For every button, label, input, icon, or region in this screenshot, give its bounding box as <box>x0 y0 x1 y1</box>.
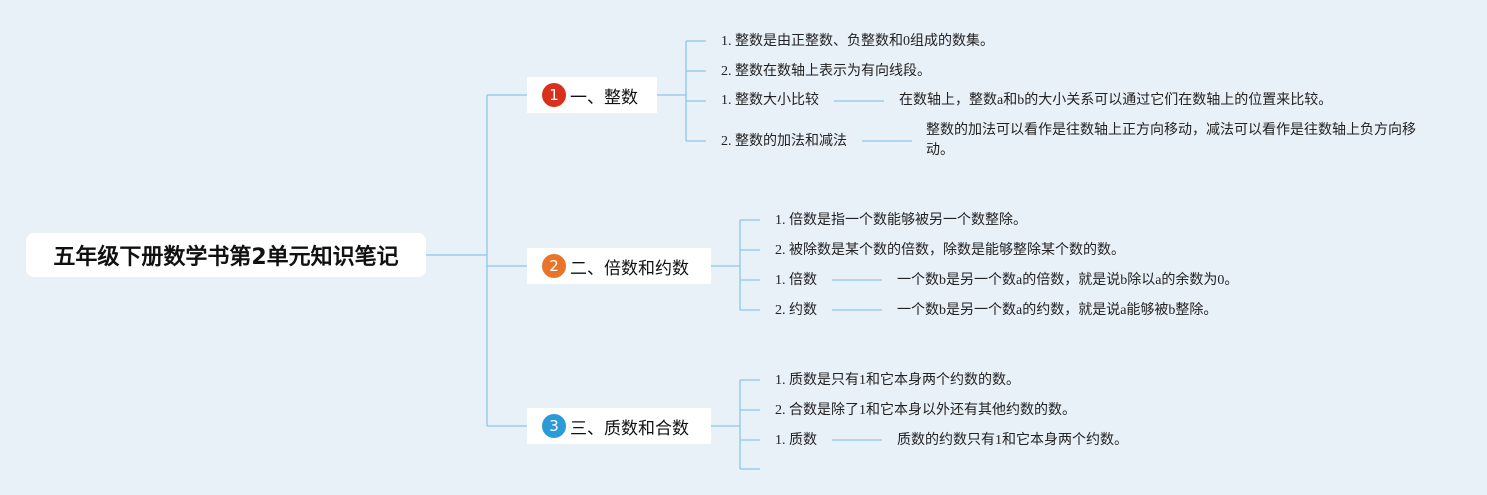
number-badge-1: 1 <box>542 83 566 107</box>
branch-integers[interactable]: 1 一、整数 <box>527 77 657 113</box>
leaf-divisor[interactable]: 2. 约数 <box>775 303 817 318</box>
leaf-dividend-divisor[interactable]: 2. 被除数是某个数的倍数，除数是能够整除某个数的数。 <box>775 243 1125 258</box>
note-prime[interactable]: 质数的约数只有1和它本身两个约数。 <box>897 433 1128 448</box>
leaf-multiple-definition[interactable]: 1. 倍数是指一个数能够被另一个数整除。 <box>775 213 1027 228</box>
leaf-composite-definition[interactable]: 2. 合数是除了1和它本身以外还有其他约数的数。 <box>775 403 1076 418</box>
branch-label: 三、质数和合数 <box>570 418 689 439</box>
branch-multiples-divisors[interactable]: 2 二、倍数和约数 <box>527 248 711 284</box>
leaf-prime-definition[interactable]: 1. 质数是只有1和它本身两个约数的数。 <box>775 373 1020 388</box>
note-integer-add-subtract[interactable]: 整数的加法可以看作是往数轴上正方向移动，减法可以看作是往数轴上负方向移动。 <box>926 123 1416 158</box>
leaf-integer-add-subtract[interactable]: 2. 整数的加法和减法 <box>721 134 847 149</box>
root-title: 五年级下册数学书第2单元知识笔记 <box>53 245 399 270</box>
leaf-integer-definition[interactable]: 1. 整数是由正整数、负整数和0组成的数集。 <box>721 34 994 49</box>
leaf-multiple[interactable]: 1. 倍数 <box>775 273 817 288</box>
branch-label: 一、整数 <box>570 87 638 108</box>
note-integer-comparison[interactable]: 在数轴上，整数a和b的大小关系可以通过它们在数轴上的位置来比较。 <box>899 93 1333 108</box>
note-multiple[interactable]: 一个数b是另一个数a的倍数，就是说b除以a的余数为0。 <box>897 273 1239 288</box>
branch-label: 二、倍数和约数 <box>570 258 689 279</box>
number-badge-3: 3 <box>542 414 566 438</box>
leaf-integer-number-line[interactable]: 2. 整数在数轴上表示为有向线段。 <box>721 64 931 79</box>
leaf-integer-comparison[interactable]: 1. 整数大小比较 <box>721 93 819 108</box>
leaf-prime[interactable]: 1. 质数 <box>775 433 817 448</box>
note-divisor[interactable]: 一个数b是另一个数a的约数，就是说a能够被b整除。 <box>897 303 1218 318</box>
root-topic[interactable]: 五年级下册数学书第2单元知识笔记 <box>26 233 426 277</box>
branch-prime-composite[interactable]: 3 三、质数和合数 <box>527 408 711 444</box>
number-badge-2: 2 <box>542 254 566 278</box>
